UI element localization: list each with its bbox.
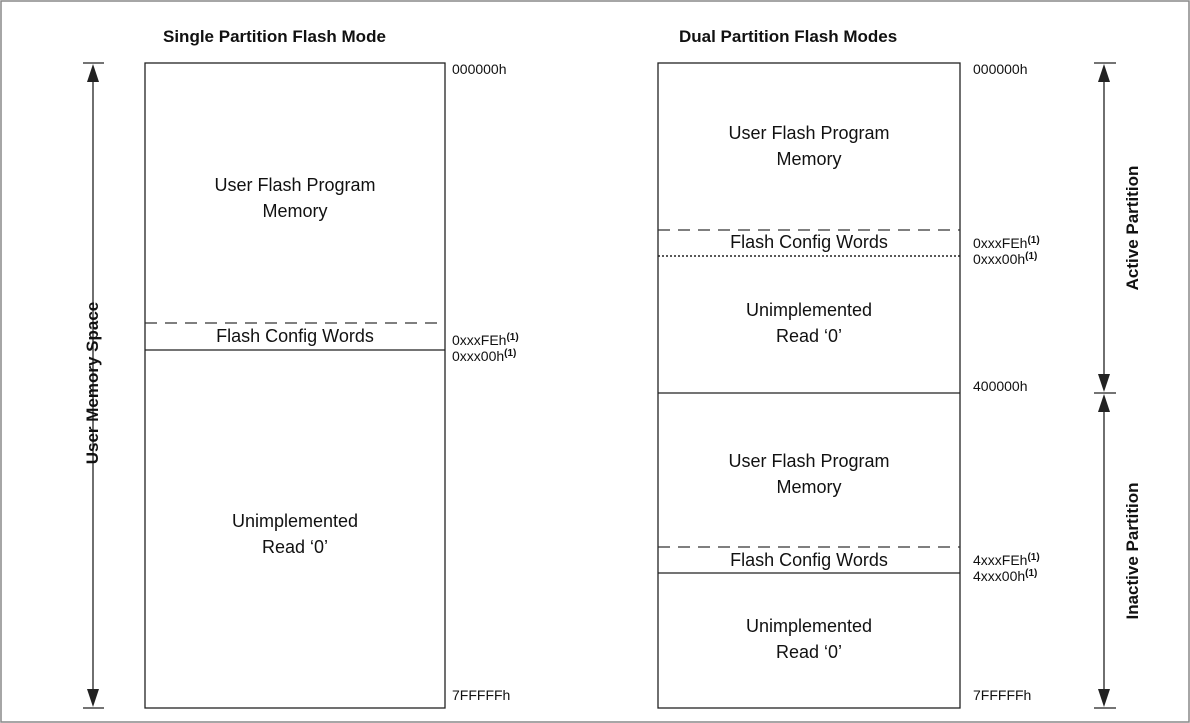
single-program-segment: User Flash Program Memory <box>145 172 445 224</box>
dual-addr-active-cfg-start: 0xxxFEh(1) <box>973 235 1040 251</box>
dual-addr-active-cfg-end: 0xxx00h(1) <box>973 251 1038 267</box>
active-arrow-up-head <box>1098 64 1110 82</box>
inactive-arrow-down-head <box>1098 689 1110 707</box>
dual-memory-box <box>657 62 961 709</box>
single-unimpl-line1: Unimplemented <box>231 511 359 531</box>
dual-active-unimpl-segment: Unimplemented Read ‘0’ <box>658 297 960 349</box>
single-unimpl-segment: Unimplemented Read ‘0’ <box>145 508 445 560</box>
single-config-segment: Flash Config Words <box>216 326 374 346</box>
dual-inactive-program-line1: User Flash Program <box>728 451 890 471</box>
single-addr-cfg-start: 0xxxFEh(1) <box>452 332 519 348</box>
dual-addr-inactive-cfg-end: 4xxx00h(1) <box>973 568 1038 584</box>
inactive-arrow-up-head <box>1098 394 1110 412</box>
dual-inactive-config-segment: Flash Config Words <box>730 550 888 570</box>
inactive-partition-label: Inactive Partition <box>1123 482 1142 620</box>
dual-active-unimpl-line1: Unimplemented <box>745 300 873 320</box>
single-addr-end: 7FFFFFh <box>452 687 511 703</box>
dual-addr-end: 7FFFFFh <box>973 687 1032 703</box>
active-partition-label: Active Partition <box>1123 165 1142 291</box>
active-arrow-down-head <box>1098 374 1110 392</box>
dual-addr-inactive-cfg-start: 4xxxFEh(1) <box>973 552 1040 568</box>
single-memory-box <box>144 62 446 709</box>
single-program-line2: Memory <box>262 201 328 221</box>
dual-inactive-unimpl-segment: Unimplemented Read ‘0’ <box>658 613 960 665</box>
single-arrow-down-head <box>87 689 99 707</box>
dual-inactive-program-line2: Memory <box>776 477 842 497</box>
dual-inactive-program-segment: User Flash Program Memory <box>658 448 960 500</box>
single-title: Single Partition Flash Mode <box>163 27 386 46</box>
single-addr-start: 000000h <box>452 61 507 77</box>
single-addr-cfg-end: 0xxx00h(1) <box>452 348 517 364</box>
dual-inactive-unimpl-line2: Read ‘0’ <box>775 642 843 662</box>
single-arrow-up-head <box>87 64 99 82</box>
dual-inactive-unimpl-line1: Unimplemented <box>745 616 873 636</box>
single-unimpl-line2: Read ‘0’ <box>261 537 329 557</box>
dual-active-program-segment: User Flash Program Memory <box>658 120 960 172</box>
dual-active-program-line2: Memory <box>776 149 842 169</box>
dual-addr-mid: 400000h <box>973 378 1028 394</box>
dual-active-config-segment: Flash Config Words <box>730 232 888 252</box>
dual-addr-start: 000000h <box>973 61 1028 77</box>
dual-active-unimpl-line2: Read ‘0’ <box>775 326 843 346</box>
single-program-line1: User Flash Program <box>214 175 376 195</box>
dual-title: Dual Partition Flash Modes <box>679 27 898 46</box>
dual-active-program-line1: User Flash Program <box>728 123 890 143</box>
user-memory-space-label: User Memory Space <box>83 301 102 465</box>
